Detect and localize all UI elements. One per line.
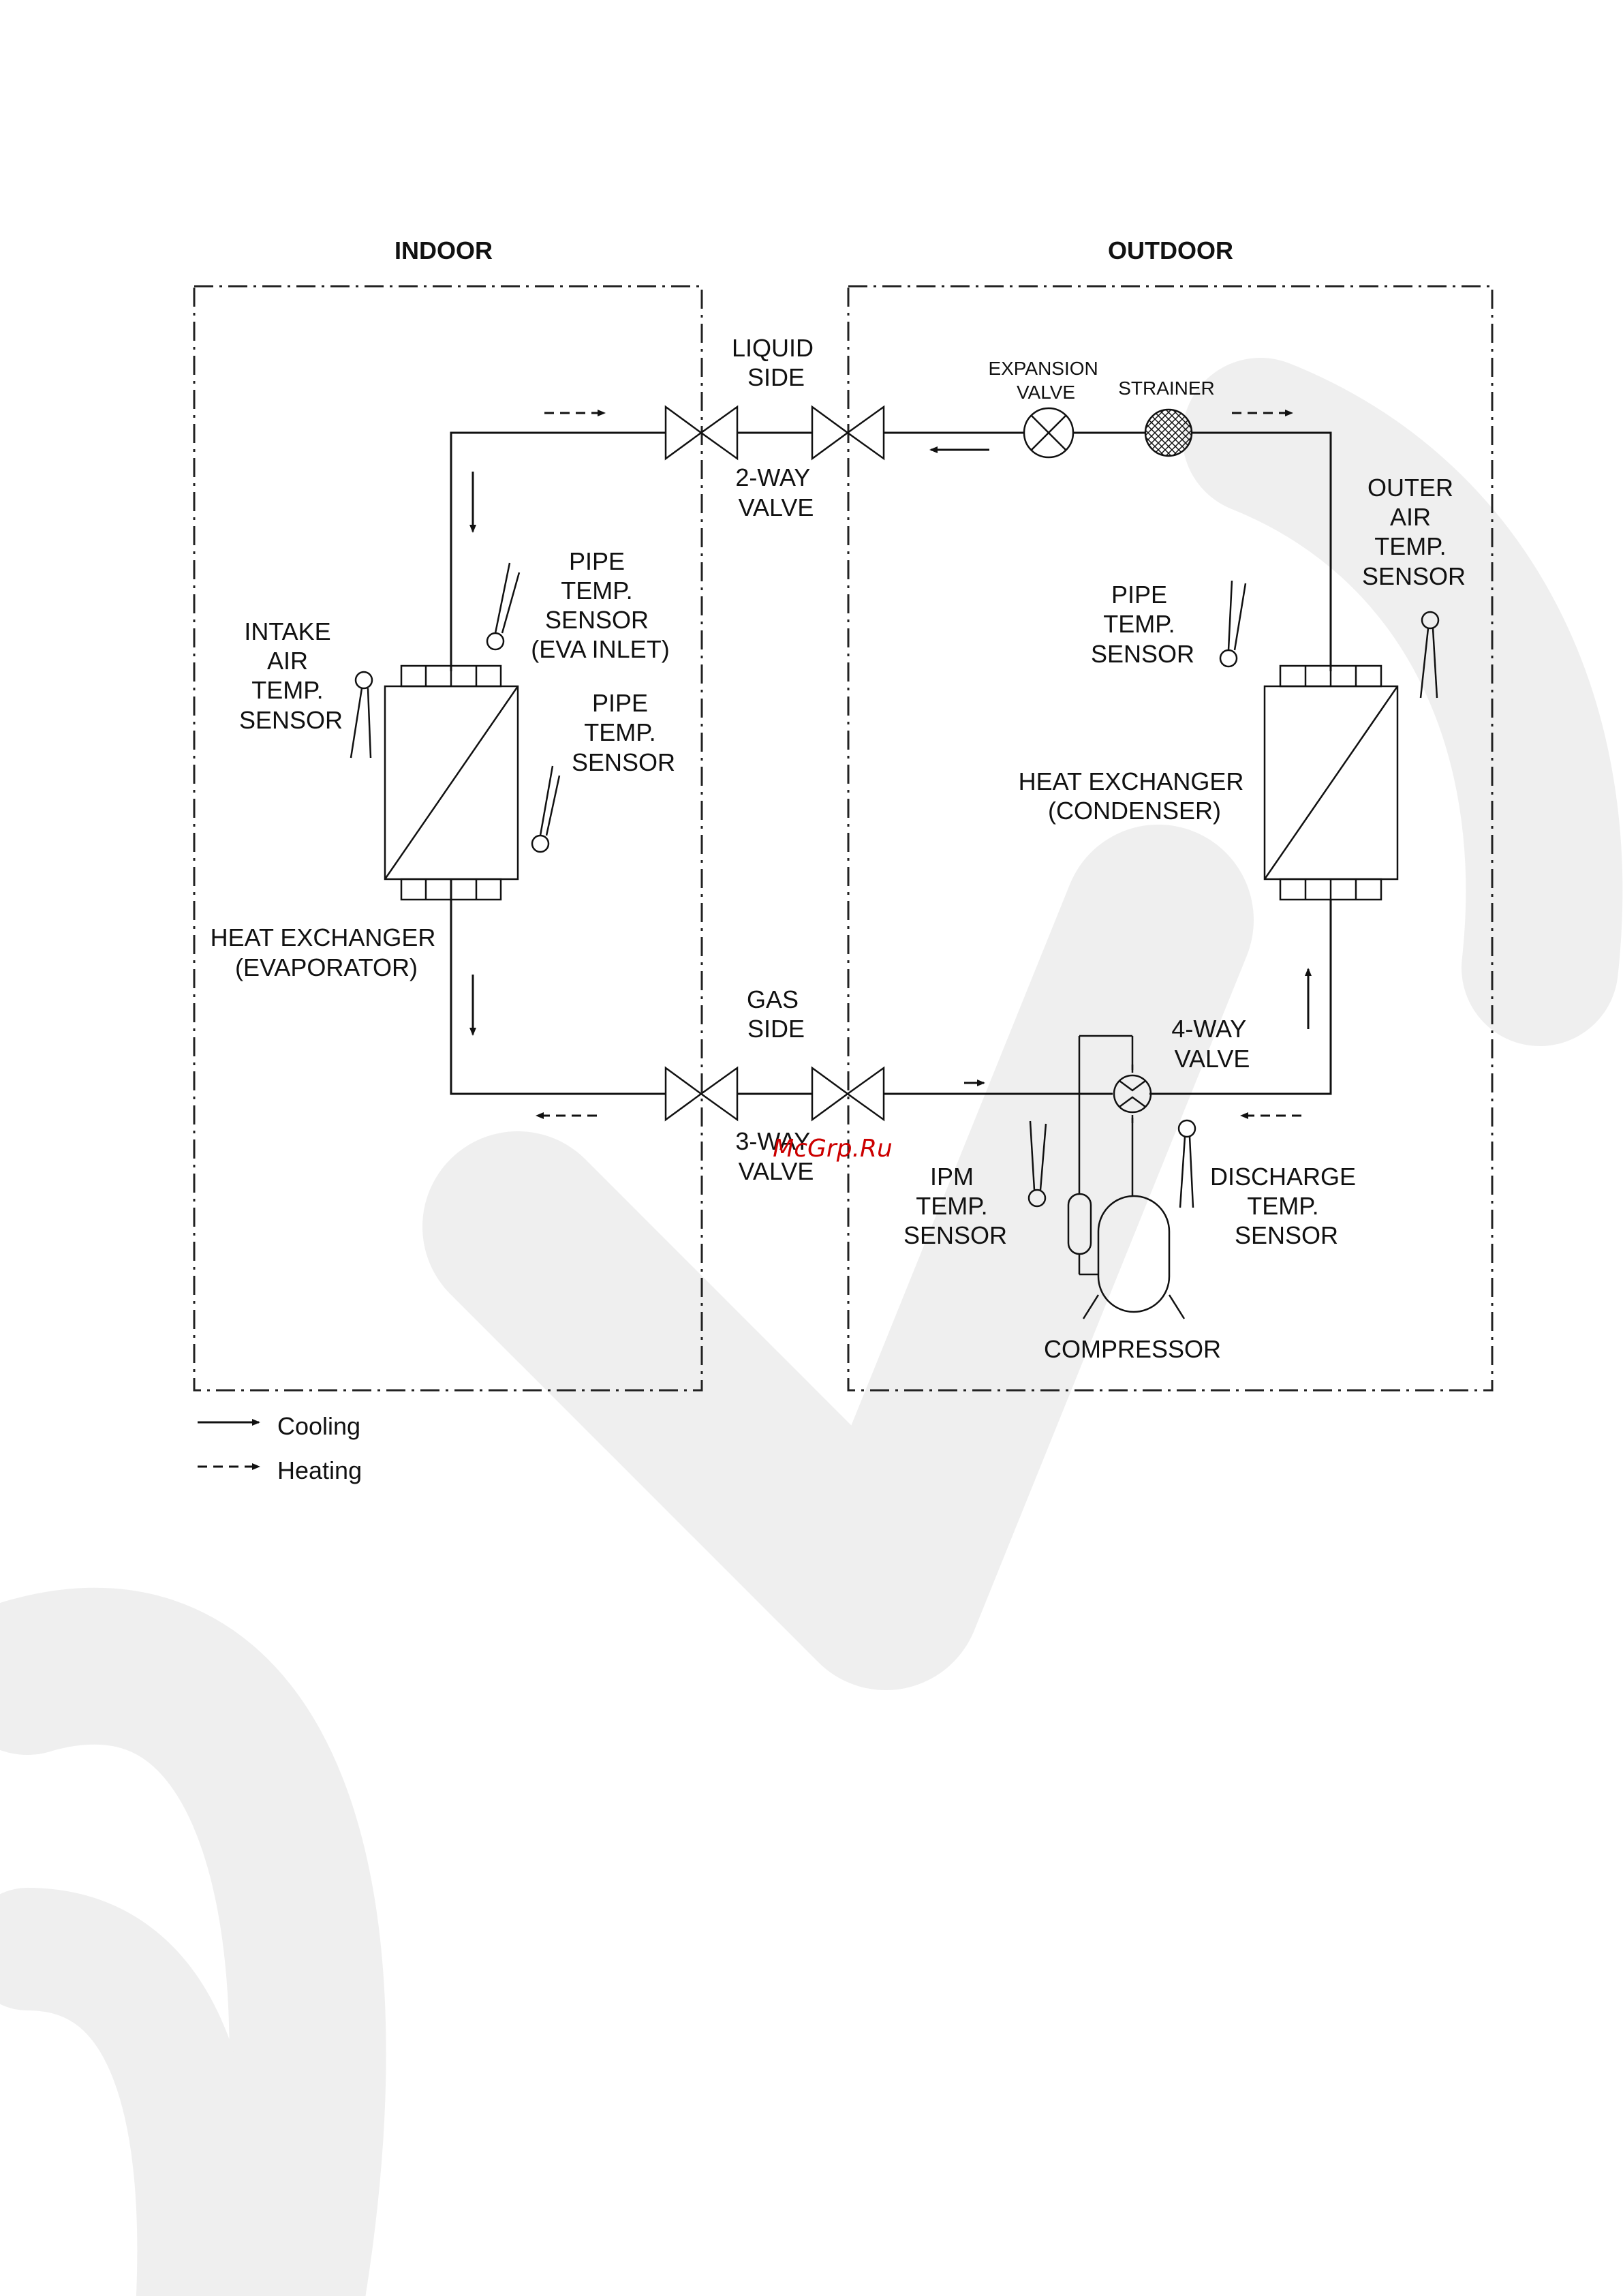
heat-exchanger-evaporator-label: HEAT EXCHANGER (EVAPORATOR) [211, 923, 443, 981]
strainer-label: STRAINER [1118, 378, 1215, 399]
pipe-sensor-indoor-label: PIPE TEMP. SENSOR [572, 689, 675, 776]
outdoor-title: OUTDOOR [1108, 236, 1233, 264]
two-way-valve-symbol [664, 405, 885, 461]
refrigerant-piping [450, 431, 1332, 1095]
temp-sensor-probe-icon [1419, 611, 1440, 699]
cooling-flow-arrows [469, 446, 1312, 1086]
three-way-valve-symbol [664, 1066, 885, 1122]
strainer-icon [1144, 408, 1193, 457]
heating-flow-arrows [536, 410, 1301, 1119]
legend-cooling-label: Cooling [277, 1412, 360, 1440]
compressor-icon [1067, 1035, 1186, 1319]
discharge-sensor-label: DISCHARGE TEMP. SENSOR [1210, 1163, 1363, 1249]
heat-exchanger-condenser-label: HEAT EXCHANGER (CONDENSER) [1019, 767, 1251, 825]
legend-heating-label: Heating [277, 1456, 362, 1484]
compressor-label: COMPRESSOR [1044, 1335, 1221, 1363]
indoor-heat-exchanger-icon [384, 664, 519, 901]
temp-sensor-probe-icon [1219, 580, 1247, 668]
temp-sensor-probe-icon [350, 671, 373, 759]
two-way-valve-label: 2-WAY VALVE [735, 463, 816, 521]
four-way-valve-label: 4-WAY VALVE [1171, 1015, 1252, 1073]
three-way-valve-label: 3-WAY VALVE [735, 1127, 816, 1185]
expansion-valve-label: EXPANSION VALVE [988, 358, 1103, 403]
expansion-valve-icon [1023, 407, 1075, 459]
temp-sensor-probe-icon [486, 562, 521, 651]
temp-sensor-probe-icon [1177, 1119, 1196, 1208]
pipe-sensor-outdoor-label: PIPE TEMP. SENSOR [1091, 581, 1194, 668]
intake-air-sensor-label: INTAKE AIR TEMP. SENSOR [239, 617, 343, 734]
outdoor-unit-boundary [847, 285, 1494, 1392]
background-logo [0, 358, 1623, 2296]
four-way-valve-icon [1104, 1065, 1161, 1123]
indoor-title: INDOOR [395, 236, 493, 264]
gas-side-label: GAS SIDE [747, 985, 805, 1043]
temp-sensor-probe-icon [531, 765, 561, 853]
indoor-unit-boundary [193, 285, 703, 1392]
pipe-sensor-eva-inlet-label: PIPE TEMP. SENSOR (EVA INLET) [531, 547, 669, 663]
outdoor-heat-exchanger-icon [1263, 664, 1399, 901]
ipm-sensor-label: IPM TEMP. SENSOR [903, 1163, 1007, 1249]
watermark: McGrp.Ru [773, 1135, 893, 1163]
legend: Cooling Heating [198, 1412, 362, 1484]
liquid-side-label: LIQUID SIDE [732, 334, 820, 391]
outer-air-sensor-label: OUTER AIR TEMP. SENSOR [1362, 474, 1466, 590]
temp-sensor-probe-icon [1027, 1120, 1047, 1208]
